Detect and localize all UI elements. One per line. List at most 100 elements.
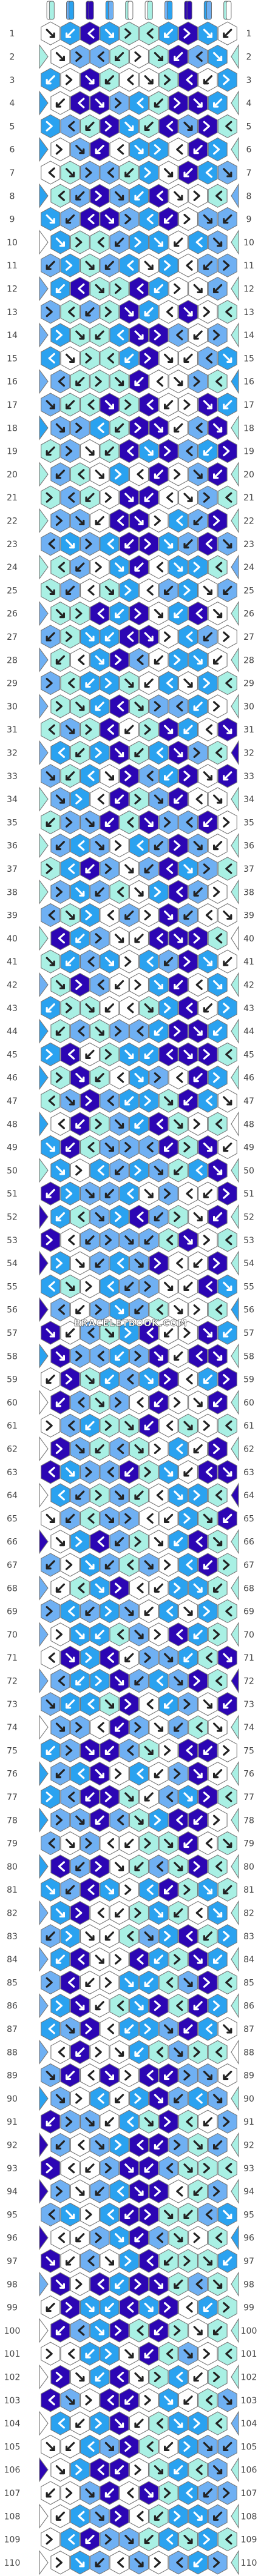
knot-arrow-icon bbox=[183, 1141, 191, 1153]
knot-arrow-icon bbox=[124, 307, 134, 317]
row-number-right: 58 bbox=[243, 1352, 254, 1361]
knot-arrow-icon bbox=[215, 933, 223, 944]
edge-knot-left bbox=[39, 276, 49, 302]
row-number-right: 105 bbox=[241, 2442, 257, 2452]
knot-arrow-icon bbox=[95, 1026, 104, 1036]
row-number-right: 92 bbox=[243, 2140, 254, 2150]
knot-arrow-icon bbox=[134, 1490, 144, 1500]
knot-arrow-icon bbox=[164, 631, 171, 642]
row-number-right: 20 bbox=[243, 470, 254, 480]
knot-arrow-icon bbox=[144, 1189, 154, 1198]
edge-knot-left bbox=[39, 1296, 49, 1323]
knot-arrow-icon bbox=[85, 2349, 95, 2359]
knot-arrow-icon bbox=[174, 748, 183, 758]
knot-arrow-icon bbox=[193, 1954, 203, 1964]
knot-arrow-icon bbox=[164, 2302, 171, 2313]
knot-arrow-icon bbox=[134, 145, 144, 154]
knot-arrow-icon bbox=[134, 702, 144, 711]
knot-arrow-icon bbox=[137, 1954, 144, 1965]
knot-arrow-icon bbox=[55, 1026, 65, 1036]
knot-arrow-icon bbox=[55, 2511, 65, 2521]
knot-arrow-icon bbox=[95, 2558, 104, 2568]
knot-arrow-icon bbox=[144, 75, 154, 85]
knot-arrow-icon bbox=[58, 190, 65, 201]
knot-arrow-icon bbox=[203, 1420, 210, 1431]
knot-arrow-icon bbox=[124, 1281, 134, 1291]
row-number-right: 38 bbox=[243, 888, 254, 897]
row-number-left: 33 bbox=[7, 772, 18, 782]
knot-arrow-icon bbox=[183, 2256, 191, 2266]
row-number-right: 13 bbox=[243, 308, 254, 317]
knot-arrow-icon bbox=[55, 1258, 63, 1269]
row-number-right: 42 bbox=[243, 980, 254, 990]
knot-arrow-icon bbox=[203, 28, 212, 38]
knot-arrow-icon bbox=[58, 933, 65, 944]
knot-arrow-icon bbox=[215, 562, 223, 573]
edge-knot-left bbox=[39, 1761, 49, 1787]
knot-arrow-icon bbox=[215, 1861, 223, 1872]
edge-knot-left bbox=[39, 230, 49, 255]
knot-arrow-icon bbox=[225, 677, 232, 689]
knot-arrow-icon bbox=[223, 214, 232, 224]
knot-arrow-icon bbox=[104, 492, 112, 503]
row-number-right: 36 bbox=[243, 842, 254, 851]
knot-arrow-icon bbox=[183, 1281, 193, 1291]
knot-arrow-icon bbox=[176, 1814, 183, 1825]
row-number-left: 71 bbox=[7, 1653, 18, 1663]
knot-arrow-icon bbox=[134, 1722, 141, 1733]
knot-arrow-icon bbox=[75, 237, 83, 248]
knot-arrow-icon bbox=[154, 98, 163, 108]
knot-arrow-icon bbox=[144, 2302, 154, 2312]
knot-arrow-icon bbox=[68, 1420, 75, 1431]
knot-arrow-icon bbox=[78, 98, 85, 108]
knot-arrow-icon bbox=[223, 400, 232, 410]
row-number-left: 57 bbox=[7, 1329, 18, 1338]
knot-arrow-icon bbox=[124, 399, 132, 410]
knot-arrow-icon bbox=[124, 1049, 134, 1059]
edge-knot-left bbox=[39, 368, 49, 394]
knot-arrow-icon bbox=[225, 863, 232, 874]
knot-arrow-icon bbox=[95, 2001, 104, 2011]
knot-arrow-icon bbox=[124, 864, 134, 874]
edge-knot-right bbox=[231, 925, 239, 951]
knot-arrow-icon bbox=[55, 470, 65, 479]
knot-arrow-icon bbox=[78, 2511, 85, 2521]
knot-arrow-icon bbox=[48, 167, 55, 178]
knot-arrow-icon bbox=[75, 2001, 85, 2011]
knot-arrow-icon bbox=[213, 1072, 220, 1083]
knot-arrow-icon bbox=[193, 2186, 203, 2196]
knot-arrow-icon bbox=[164, 1003, 171, 1014]
knot-arrow-icon bbox=[203, 492, 210, 503]
knot-arrow-icon bbox=[46, 1235, 53, 1246]
row-number-right: 64 bbox=[243, 1491, 254, 1501]
knot-arrow-icon bbox=[55, 1443, 63, 1455]
row-number-right: 96 bbox=[243, 2234, 254, 2243]
edge-knot-left bbox=[39, 2271, 49, 2297]
knot-arrow-icon bbox=[164, 1467, 174, 1477]
knot-arrow-icon bbox=[66, 1142, 75, 1152]
knot-arrow-icon bbox=[55, 794, 65, 804]
knot-arrow-icon bbox=[213, 2326, 223, 2335]
row-number-right: 67 bbox=[243, 1561, 254, 1570]
knot-arrow-icon bbox=[203, 1003, 212, 1013]
knot-arrow-icon bbox=[87, 28, 95, 39]
knot-arrow-icon bbox=[85, 261, 95, 270]
knot-arrow-icon bbox=[95, 841, 104, 851]
row-number-right: 6 bbox=[246, 145, 252, 155]
knot-arrow-icon bbox=[174, 1211, 181, 1223]
knot-arrow-icon bbox=[85, 2488, 95, 2498]
knot-arrow-icon bbox=[195, 1536, 203, 1547]
knot-arrow-icon bbox=[144, 817, 154, 827]
knot-arrow-icon bbox=[195, 1350, 203, 1361]
knot-arrow-icon bbox=[203, 863, 210, 874]
knot-arrow-icon bbox=[174, 840, 181, 851]
knot-arrow-icon bbox=[193, 747, 200, 759]
knot-arrow-icon bbox=[48, 2023, 55, 2034]
knot-arrow-icon bbox=[203, 1605, 210, 1617]
knot-arrow-icon bbox=[48, 724, 55, 735]
knot-arrow-icon bbox=[68, 1235, 75, 1246]
knot-arrow-icon bbox=[104, 677, 112, 689]
knot-arrow-icon bbox=[215, 1118, 223, 1129]
row-number-left: 66 bbox=[7, 1538, 18, 1547]
row-number-right: 32 bbox=[243, 748, 254, 758]
